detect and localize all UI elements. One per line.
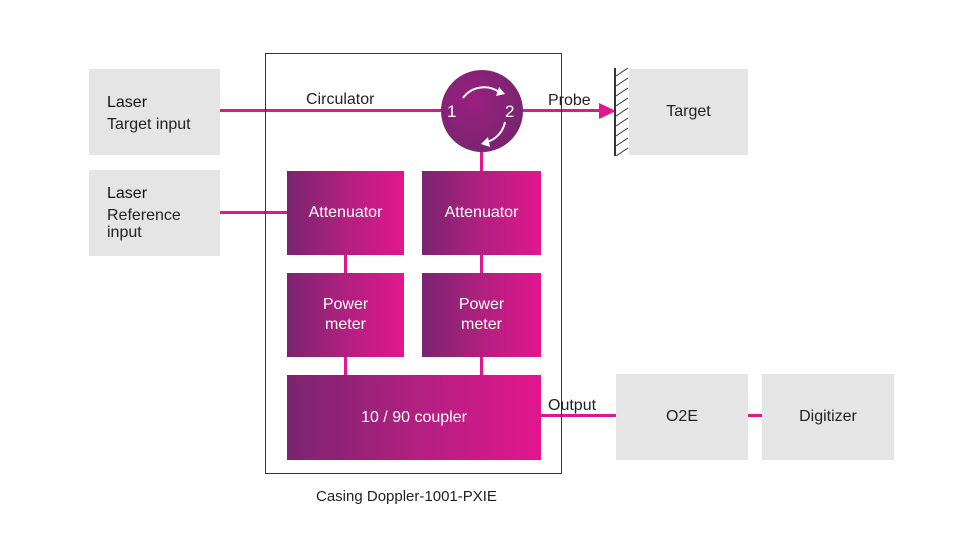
attenuator-left: Attenuator: [287, 171, 404, 255]
output-label: Output: [548, 397, 597, 414]
target-input-line: [220, 109, 444, 112]
power-meter-left-label: Power meter: [322, 296, 369, 333]
attenuator-left-label: Attenuator: [308, 204, 383, 221]
laser-target-title: Laser: [107, 94, 148, 111]
laser-reference-subtitle: Reference input: [107, 207, 181, 241]
attenuator2-to-meter-line: [480, 254, 483, 274]
output-line: [540, 414, 618, 417]
power-meter-left: Power meter: [287, 273, 404, 357]
casing-box: [265, 53, 562, 474]
circulator-label: Circulator: [306, 91, 375, 108]
probe-arrowhead-icon: [599, 103, 616, 119]
digitizer-label: Digitizer: [799, 408, 857, 425]
target-box: Target: [629, 69, 748, 155]
laser-target-subtitle: Target input: [107, 116, 191, 133]
reference-input-line: [220, 211, 288, 214]
o2e-label: O2E: [665, 408, 698, 425]
attenuator-right-label: Attenuator: [444, 204, 519, 221]
attenuator1-to-meter-line: [344, 254, 347, 274]
digitizer-box: Digitizer: [762, 374, 894, 460]
target-label: Target: [666, 103, 711, 120]
o2e-to-digitizer-line: [747, 414, 763, 417]
power-meter-right: Power meter: [422, 273, 541, 357]
circulator: 1 2: [441, 70, 523, 152]
meter2-to-coupler-line: [480, 356, 483, 376]
coupler-label: 10 / 90 coupler: [361, 408, 467, 426]
laser-reference-input-box: Laser Reference input: [89, 170, 220, 256]
laser-reference-title: Laser: [107, 185, 148, 202]
coupler-box: 10 / 90 coupler: [287, 375, 541, 460]
o2e-box: O2E: [616, 374, 748, 460]
circulator-port-2: 2: [505, 102, 515, 121]
probe-label: Probe: [548, 92, 591, 109]
circulator-to-attenuator-line: [480, 148, 483, 172]
casing-label: Casing Doppler-1001-PXIE: [316, 488, 497, 505]
power-meter-right-label: Power meter: [458, 296, 505, 333]
target-wall-hatch-icon: [614, 68, 629, 156]
meter1-to-coupler-line: [344, 356, 347, 376]
circulator-arrows-icon: [462, 86, 506, 147]
laser-target-input-box: Laser Target input: [89, 69, 220, 155]
attenuator-right: Attenuator: [422, 171, 541, 255]
circulator-port-1: 1: [447, 102, 457, 121]
